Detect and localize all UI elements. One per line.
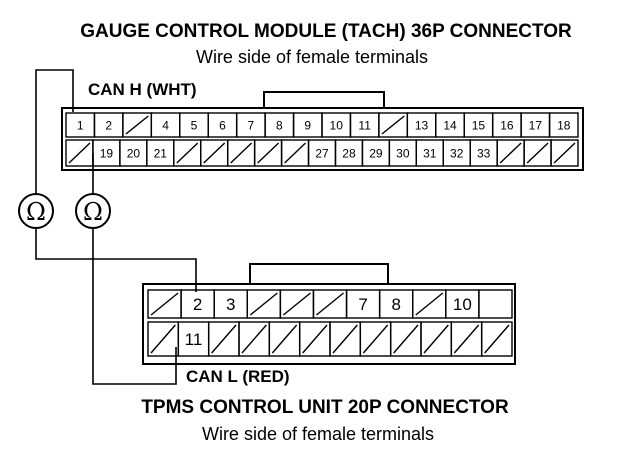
ohmmeter-can-l: Ω (75, 193, 111, 229)
tpms-empty-cavity-slash (362, 324, 389, 354)
gauge-terminal-number: 5 (191, 118, 198, 132)
tpms-empty-cavity-slash (249, 292, 278, 316)
can-l-label: CAN L (RED) (186, 367, 290, 386)
tpms-empty-cavity-slash (393, 324, 419, 354)
tpms-terminal-number: 7 (358, 295, 367, 314)
tpms-terminal-number: 2 (193, 295, 202, 314)
gauge-terminal-row-1: 1 2 4 5 6 7 8 9 10 11 13 14 15 16 17 18 (65, 112, 579, 138)
gauge-terminal-number: 16 (500, 118, 514, 132)
gauge-terminal-number: 11 (358, 118, 371, 132)
gauge-terminal-number: 33 (477, 146, 491, 160)
tpms-terminal-number: 8 (391, 295, 400, 314)
tpms-empty-cavity-slash (282, 292, 311, 316)
tpms-empty-cavity-slash (211, 324, 237, 354)
gauge-terminal-number: 19 (100, 146, 114, 160)
gauge-empty-cavity-slash (176, 142, 199, 164)
gauge-empty-cavity-slash (230, 142, 253, 164)
tpms-connector-body (142, 283, 516, 365)
tpms-terminal-number: 10 (453, 295, 472, 314)
gauge-cavity (550, 139, 579, 167)
gauge-empty-cavity-slash (125, 115, 149, 135)
tpms-empty-cavity-slash (423, 324, 449, 354)
tpms-empty-cavity-slash (415, 292, 444, 316)
gauge-terminal-row-2: 19 20 21 27 28 29 30 31 32 33 (65, 139, 579, 167)
gauge-terminal-number: 32 (450, 146, 464, 160)
gauge-terminal-number: 6 (219, 118, 226, 132)
gauge-terminal-number: 21 (154, 146, 168, 160)
tpms-connector-lock-tab (249, 263, 389, 287)
tpms-connector-subtitle: Wire side of female terminals (202, 424, 434, 444)
gauge-connector: 1 2 4 5 6 7 8 9 10 11 13 14 15 16 17 18 19 20 21 27 28 29 30 3… (61, 91, 584, 171)
can-h-label: CAN H (WHT) (88, 80, 197, 99)
gauge-terminal-number: 29 (369, 146, 383, 160)
tpms-empty-cavity-slash (150, 324, 176, 354)
gauge-empty-cavity-slash (257, 142, 280, 164)
gauge-terminal-number: 30 (396, 146, 410, 160)
tpms-empty-cavity-slash (332, 324, 358, 354)
gauge-terminal-number: 8 (276, 118, 283, 132)
ohm-meter-icon (18, 193, 54, 229)
tpms-empty-cavity-slash (241, 324, 267, 354)
gauge-empty-cavity-slash (499, 142, 522, 164)
tpms-connector-title: TPMS CONTROL UNIT 20P CONNECTOR (141, 397, 509, 418)
gauge-terminal-number: 27 (315, 146, 329, 160)
tpms-empty-cavity-slash (453, 324, 480, 354)
gauge-connector-title: GAUGE CONTROL MODULE (TACH) 36P CONNECTO… (80, 21, 572, 42)
gauge-terminal-number: 20 (127, 146, 141, 160)
ohm-symbol: Ω (83, 198, 103, 226)
can-h-wire-lower (35, 228, 197, 292)
gauge-terminal-number: 31 (423, 146, 437, 160)
ohm-symbol: Ω (26, 198, 46, 226)
tpms-empty-cavity-slash (150, 292, 179, 316)
gauge-terminal-number: 10 (330, 118, 344, 132)
tpms-cavity (478, 289, 513, 319)
tpms-terminal-row-1: 2 3 7 8 10 (147, 289, 513, 319)
gauge-terminal-number: 2 (105, 118, 112, 132)
gauge-terminal-number: 13 (415, 118, 429, 132)
gauge-terminal-number: 7 (248, 118, 255, 132)
gauge-terminal-number: 18 (557, 118, 571, 132)
gauge-empty-cavity-slash (203, 142, 226, 164)
gauge-terminal-number: 4 (162, 118, 169, 132)
gauge-terminal-number: 17 (529, 118, 543, 132)
gauge-empty-cavity-slash (526, 142, 549, 164)
gauge-empty-cavity-slash (284, 142, 307, 164)
tpms-empty-cavity-slash (316, 292, 344, 316)
gauge-connector-subtitle: Wire side of female terminals (196, 47, 428, 67)
gauge-terminal-number: 9 (304, 118, 311, 132)
tpms-terminal-row-2: 11 (147, 321, 513, 357)
can-h-wire-upper (35, 69, 74, 194)
tpms-connector: 2 3 7 8 10 11 (142, 263, 516, 365)
gauge-empty-cavity-slash (553, 142, 576, 164)
ohm-meter-icon (75, 193, 111, 229)
gauge-terminal-number: 1 (77, 118, 84, 132)
tpms-empty-cavity-slash (302, 324, 328, 354)
gauge-terminal-number: 28 (342, 146, 356, 160)
tpms-empty-cavity-slash (271, 324, 298, 354)
tpms-empty-cavity-slash (484, 324, 510, 354)
gauge-empty-cavity-slash (381, 115, 405, 135)
tpms-cavity (480, 321, 513, 357)
can-l-wire-lower (92, 228, 177, 385)
gauge-empty-cavity-slash (68, 142, 91, 164)
tpms-terminal-number: 11 (185, 330, 203, 349)
gauge-terminal-number: 14 (443, 118, 457, 132)
ohmmeter-can-h: Ω (18, 193, 54, 229)
tpms-terminal-number: 3 (226, 295, 235, 314)
gauge-terminal-number: 15 (472, 118, 486, 132)
gauge-cavity (548, 112, 579, 138)
